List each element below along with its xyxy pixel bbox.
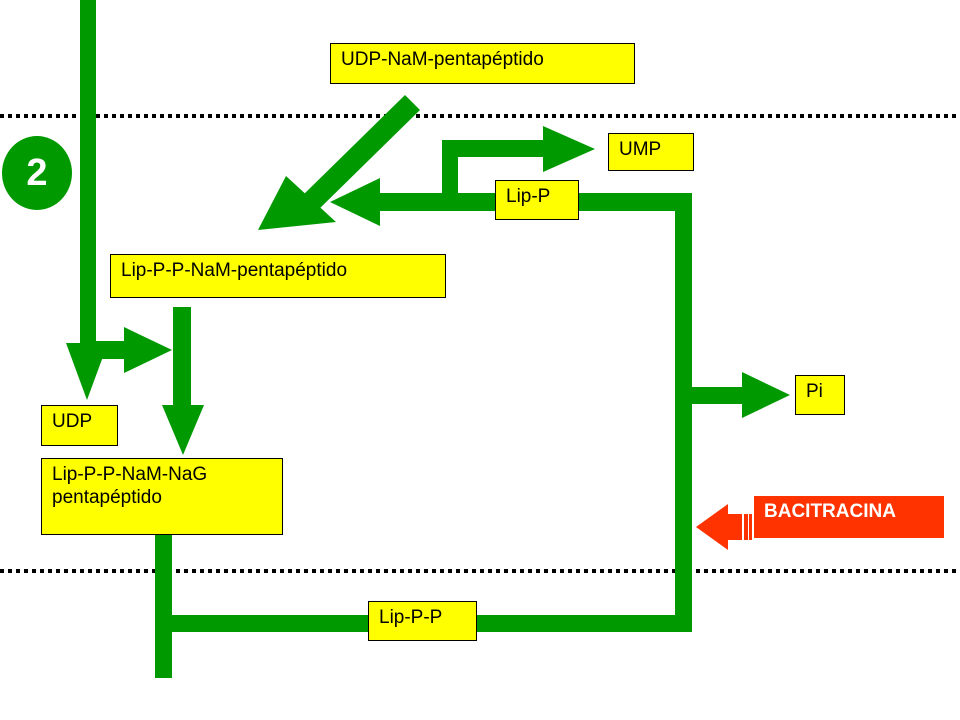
udp-release-shaft xyxy=(88,341,126,359)
lip-p-label: Lip-P xyxy=(495,180,579,220)
ump-arrowhead xyxy=(543,126,595,172)
ump-label: UMP xyxy=(608,133,694,171)
diagonal-arrowhead xyxy=(258,176,336,230)
nag-addition-arrowhead xyxy=(162,405,204,455)
udp-label: UDP xyxy=(41,405,118,446)
lip-pp-label: Lip-P-P xyxy=(368,601,477,641)
bacitracina-inhibitor-label: BACITRACINA xyxy=(754,496,944,538)
inhibition-arrow xyxy=(696,504,752,550)
lip-pp-nam-pentapeptide-label: Lip-P-P-NaM-pentapéptido xyxy=(110,254,446,298)
nag-addition-shaft xyxy=(173,307,191,407)
lip-pp-nam-nag-pentapeptide-label: Lip-P-P-NaM-NaG pentapéptido xyxy=(41,458,283,535)
lower-left-vertical-line xyxy=(155,530,172,678)
top-return-arrowhead xyxy=(330,178,380,226)
udp-nam-pentapeptide-label: UDP-NaM-pentapéptido xyxy=(330,43,635,84)
diagonal-arrow-shaft xyxy=(301,95,420,212)
udp-release-arrowhead xyxy=(124,327,172,373)
pi-arrowhead xyxy=(742,372,790,418)
pi-label: Pi xyxy=(795,375,845,415)
step-number-badge: 2 xyxy=(2,136,72,210)
lip-pp-nam-nag-line2: pentapéptido xyxy=(52,487,162,508)
pi-branch-shaft xyxy=(690,387,745,404)
ump-branch-horizontal xyxy=(442,140,545,157)
lip-pp-nam-nag-line1: Lip-P-P-NaM-NaG xyxy=(52,464,208,485)
right-vertical-line xyxy=(675,193,692,632)
left-vertical-shaft xyxy=(80,0,96,345)
